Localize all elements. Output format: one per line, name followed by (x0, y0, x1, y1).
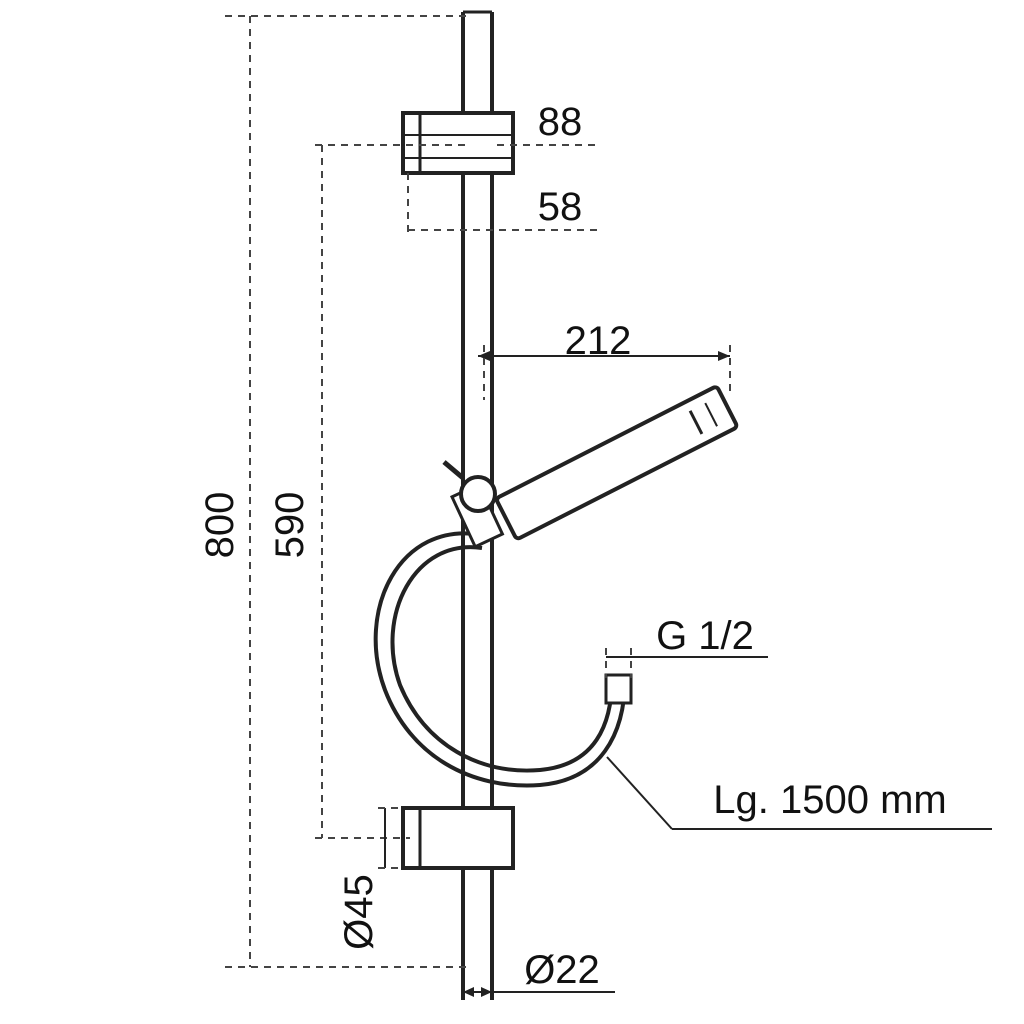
label-rail-diameter: Ø22 (524, 948, 600, 992)
dimension-connection-thread: G 1/2 (605, 614, 768, 678)
dimension-bracket-offset: 58 (407, 173, 597, 232)
label-handshower-projection: 212 (565, 319, 632, 363)
top-wall-bracket (401, 111, 515, 175)
dimension-rail-diameter: Ø22 (463, 948, 615, 997)
label-hose-length: Lg. 1500 mm (713, 778, 946, 822)
dimension-bracket-diameter: Ø45 (337, 807, 403, 950)
dimension-handshower-projection: 212 (478, 319, 731, 400)
label-bracket-spacing: 590 (268, 492, 312, 559)
bottom-wall-bracket (401, 806, 515, 870)
label-overall-height: 800 (198, 492, 242, 559)
dimension-hose-length: Lg. 1500 mm (606, 756, 992, 830)
label-bracket-offset: 58 (538, 185, 583, 229)
dimension-overall-height: 800 (198, 15, 470, 968)
dimension-bracket-spacing: 590 (268, 144, 465, 839)
label-connection-thread: G 1/2 (656, 614, 754, 658)
dimension-bracket-depth: 88 (497, 100, 597, 146)
label-bracket-diameter: Ø45 (337, 874, 381, 950)
shower-hose (373, 531, 633, 788)
slider-and-handshower (442, 385, 739, 549)
label-bracket-depth: 88 (538, 100, 583, 144)
